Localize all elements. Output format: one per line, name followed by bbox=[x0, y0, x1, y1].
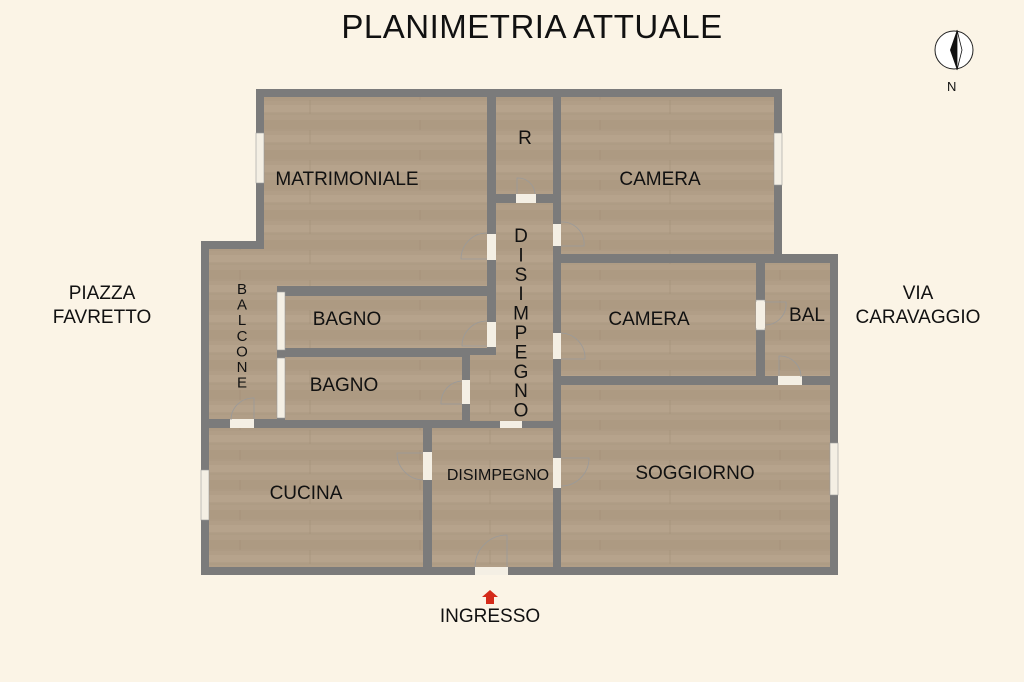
room-disimpegno-vertical-ext bbox=[470, 355, 496, 421]
label-bagno-2: BAGNO bbox=[310, 375, 379, 396]
room-camera-middle bbox=[561, 263, 756, 376]
room-bagno-2 bbox=[285, 357, 462, 420]
street-left-line2: FAVRETTO bbox=[52, 307, 152, 328]
street-left-line1: PIAZZA bbox=[68, 283, 136, 304]
window bbox=[829, 442, 839, 496]
label-camera-top: CAMERA bbox=[619, 169, 701, 190]
street-right-line2: CARAVAGGIO bbox=[855, 307, 981, 328]
room-camera-top bbox=[561, 97, 774, 254]
label-balcone-letter: C bbox=[237, 328, 248, 345]
room-bagno-1 bbox=[285, 296, 487, 348]
label-soggiorno: SOGGIORNO bbox=[635, 463, 754, 484]
window bbox=[255, 132, 265, 184]
label-r: R bbox=[518, 128, 532, 149]
label-balcone-letter: L bbox=[238, 312, 246, 329]
compass-icon bbox=[934, 29, 974, 71]
label-cucina: CUCINA bbox=[270, 483, 343, 504]
room-labels: MATRIMONIALE R CAMERA CAMERA BAL BAGNO B… bbox=[236, 128, 825, 504]
window bbox=[276, 357, 286, 419]
label-balcone-letter: O bbox=[236, 343, 248, 360]
room-disimpegno bbox=[432, 428, 553, 567]
street-label-left: PIAZZA FAVRETTO bbox=[40, 282, 164, 330]
window bbox=[773, 132, 783, 186]
label-matrimoniale: MATRIMONIALE bbox=[275, 169, 418, 190]
label-disimpegno-vertical-letter: D bbox=[514, 226, 528, 247]
page-title: PLANIMETRIA ATTUALE bbox=[341, 8, 723, 45]
room-matrimoniale bbox=[264, 97, 487, 286]
label-bal: BAL bbox=[789, 305, 825, 326]
room-soggiorno bbox=[561, 385, 830, 567]
label-disimpegno-vertical-letter: O bbox=[514, 401, 529, 422]
label-disimpegno-vertical-letter: G bbox=[514, 362, 529, 383]
street-right-line1: VIA bbox=[902, 283, 934, 304]
room-floors bbox=[209, 97, 830, 567]
label-balcone-letter: B bbox=[237, 281, 247, 298]
room-balcone bbox=[209, 249, 277, 419]
entrance-arrow-icon bbox=[482, 590, 498, 604]
room-r bbox=[496, 97, 553, 194]
entrance-label: INGRESSO bbox=[439, 606, 541, 627]
label-disimpegno-vertical-letter: S bbox=[515, 265, 528, 286]
doors bbox=[230, 177, 802, 575]
label-balcone-letter: N bbox=[237, 359, 248, 376]
label-disimpegno: DISIMPEGNO bbox=[447, 467, 549, 484]
room-cucina bbox=[209, 428, 423, 567]
label-disimpegno-vertical-letter: P bbox=[515, 323, 528, 344]
compass-north-label: N bbox=[947, 79, 957, 94]
label-disimpegno-vertical-letter: I bbox=[518, 284, 523, 305]
window bbox=[276, 291, 286, 351]
label-bagno-1: BAGNO bbox=[313, 309, 382, 330]
window bbox=[200, 469, 210, 521]
label-disimpegno-vertical-letter: I bbox=[518, 245, 523, 266]
label-disimpegno-vertical-letter: E bbox=[515, 342, 528, 363]
label-disimpegno-vertical-letter: M bbox=[513, 304, 529, 325]
label-camera-middle: CAMERA bbox=[608, 309, 690, 330]
room-disimpegno-vertical bbox=[496, 203, 553, 421]
label-balcone-letter: A bbox=[237, 297, 247, 314]
room-bal bbox=[765, 263, 830, 376]
label-disimpegno-vertical-letter: N bbox=[514, 381, 528, 402]
street-label-right: VIA CARAVAGGIO bbox=[842, 282, 994, 330]
label-balcone-letter: E bbox=[237, 375, 247, 392]
